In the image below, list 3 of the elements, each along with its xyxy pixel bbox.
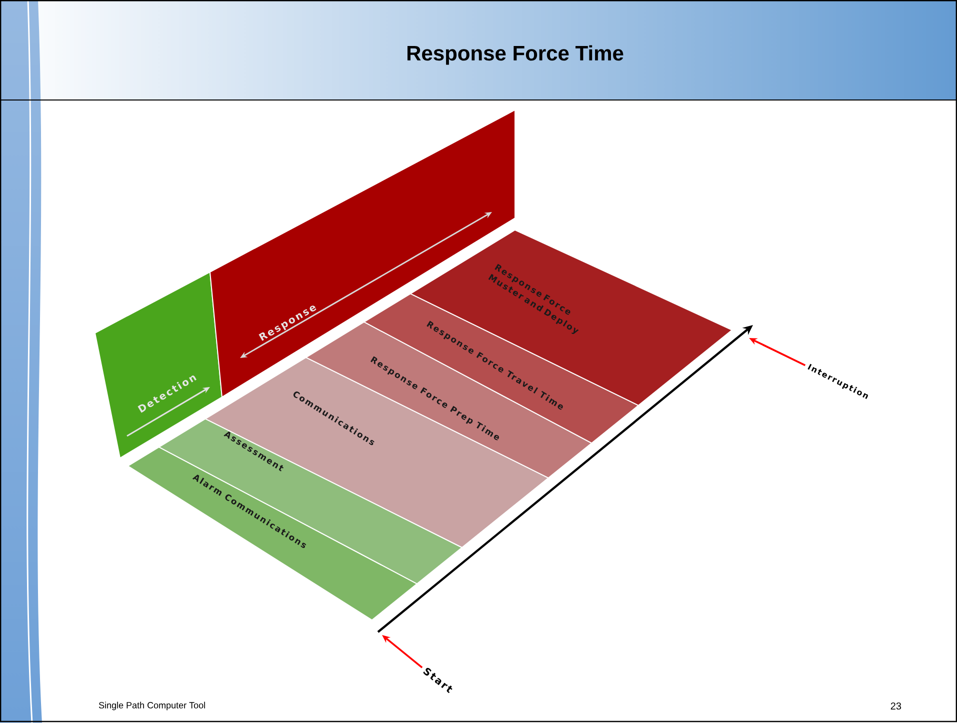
footer-text: Single Path Computer Tool (98, 702, 205, 710)
slide-title: Response Force Time (408, 45, 624, 65)
page-number: 23 (890, 702, 902, 710)
